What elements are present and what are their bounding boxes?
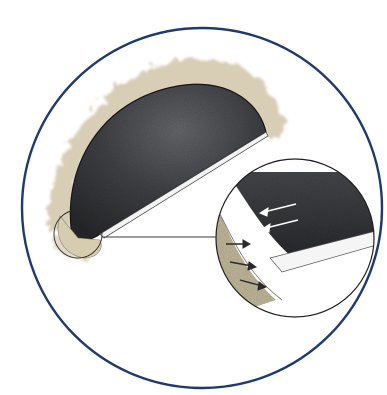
illustration-canvas <box>0 0 387 395</box>
scientific-illustration <box>0 0 387 395</box>
